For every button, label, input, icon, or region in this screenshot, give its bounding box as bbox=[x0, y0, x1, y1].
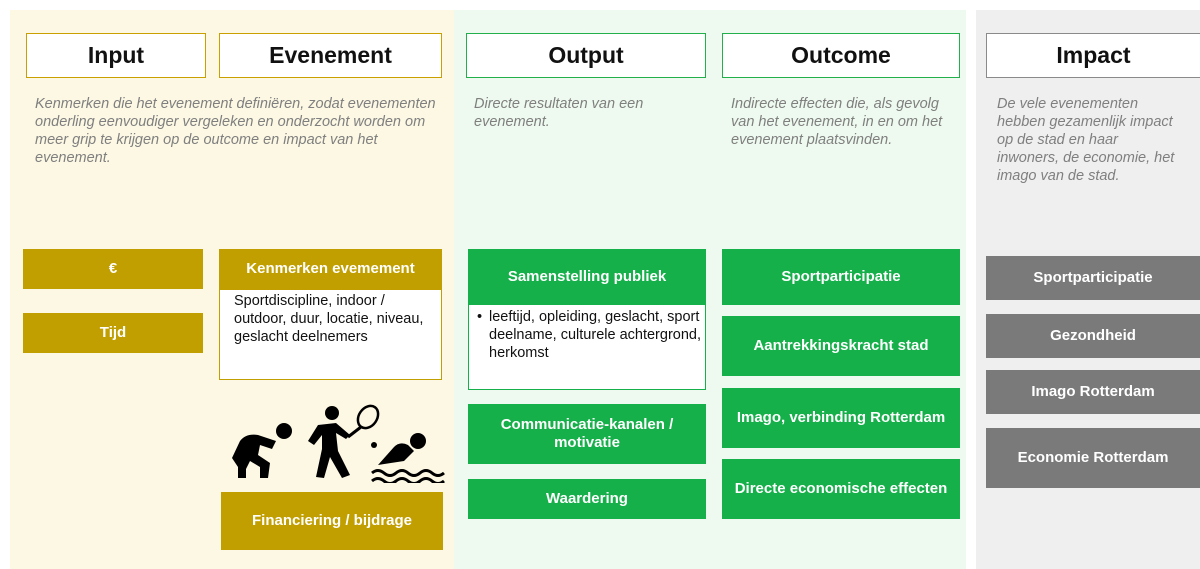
kenmerken-detail: Sportdiscipline, indoor / outdoor, duur,… bbox=[219, 289, 442, 380]
waardering-box: Waardering bbox=[468, 479, 706, 519]
impact-item: Sportparticipatie bbox=[986, 256, 1200, 300]
impact-description: De vele evenementen hebben gezamenlijk i… bbox=[997, 95, 1200, 185]
input-description: Kenmerken die het evenement definiëren, … bbox=[35, 96, 436, 166]
runner-start-icon bbox=[232, 423, 292, 478]
tijd-box: Tijd bbox=[23, 313, 203, 353]
samenstelling-detail-text: leeftijd, opleiding, geslacht, sport dee… bbox=[489, 309, 701, 361]
impact-item: Gezondheid bbox=[986, 314, 1200, 358]
outcome-item: Directe economische effecten bbox=[722, 459, 960, 519]
outcome-item: Sportparticipatie bbox=[722, 249, 960, 305]
samenstelling-detail: • leeftijd, opleiding, geslacht, sport d… bbox=[468, 304, 706, 390]
outcome-item: Aantrekkingskracht stad bbox=[722, 316, 960, 376]
bullet-dot: • bbox=[477, 309, 483, 325]
financiering-box: Financiering / bijdrage bbox=[221, 492, 443, 550]
impact-description-text: De vele evenementen hebben gezamenlijk i… bbox=[997, 96, 1175, 184]
outcome-item: Imago, verbinding Rotterdam bbox=[722, 388, 960, 448]
header-impact: Impact bbox=[986, 33, 1200, 78]
impact-item: Imago Rotterdam bbox=[986, 370, 1200, 414]
header-outcome: Outcome bbox=[722, 33, 960, 78]
outcome-description: Indirecte effecten die, als gevolg van h… bbox=[731, 96, 943, 148]
tennis-player-icon bbox=[308, 404, 380, 478]
kenmerken-evemement-box: Kenmerken evemement bbox=[219, 249, 442, 289]
communicatie-box: Communicatie-kanalen / motivatie bbox=[468, 404, 706, 464]
header-output: Output bbox=[466, 33, 706, 78]
header-evenement: Evenement bbox=[219, 33, 442, 78]
output-description: Directe resultaten van een evenement. bbox=[474, 96, 644, 130]
samenstelling-publiek-box: Samenstelling publiek bbox=[468, 249, 706, 304]
impact-item: Economie Rotterdam bbox=[986, 428, 1200, 488]
swimmer-icon bbox=[371, 433, 445, 483]
euro-box: € bbox=[23, 249, 203, 289]
sport-icons bbox=[232, 404, 445, 483]
header-input: Input bbox=[26, 33, 206, 78]
